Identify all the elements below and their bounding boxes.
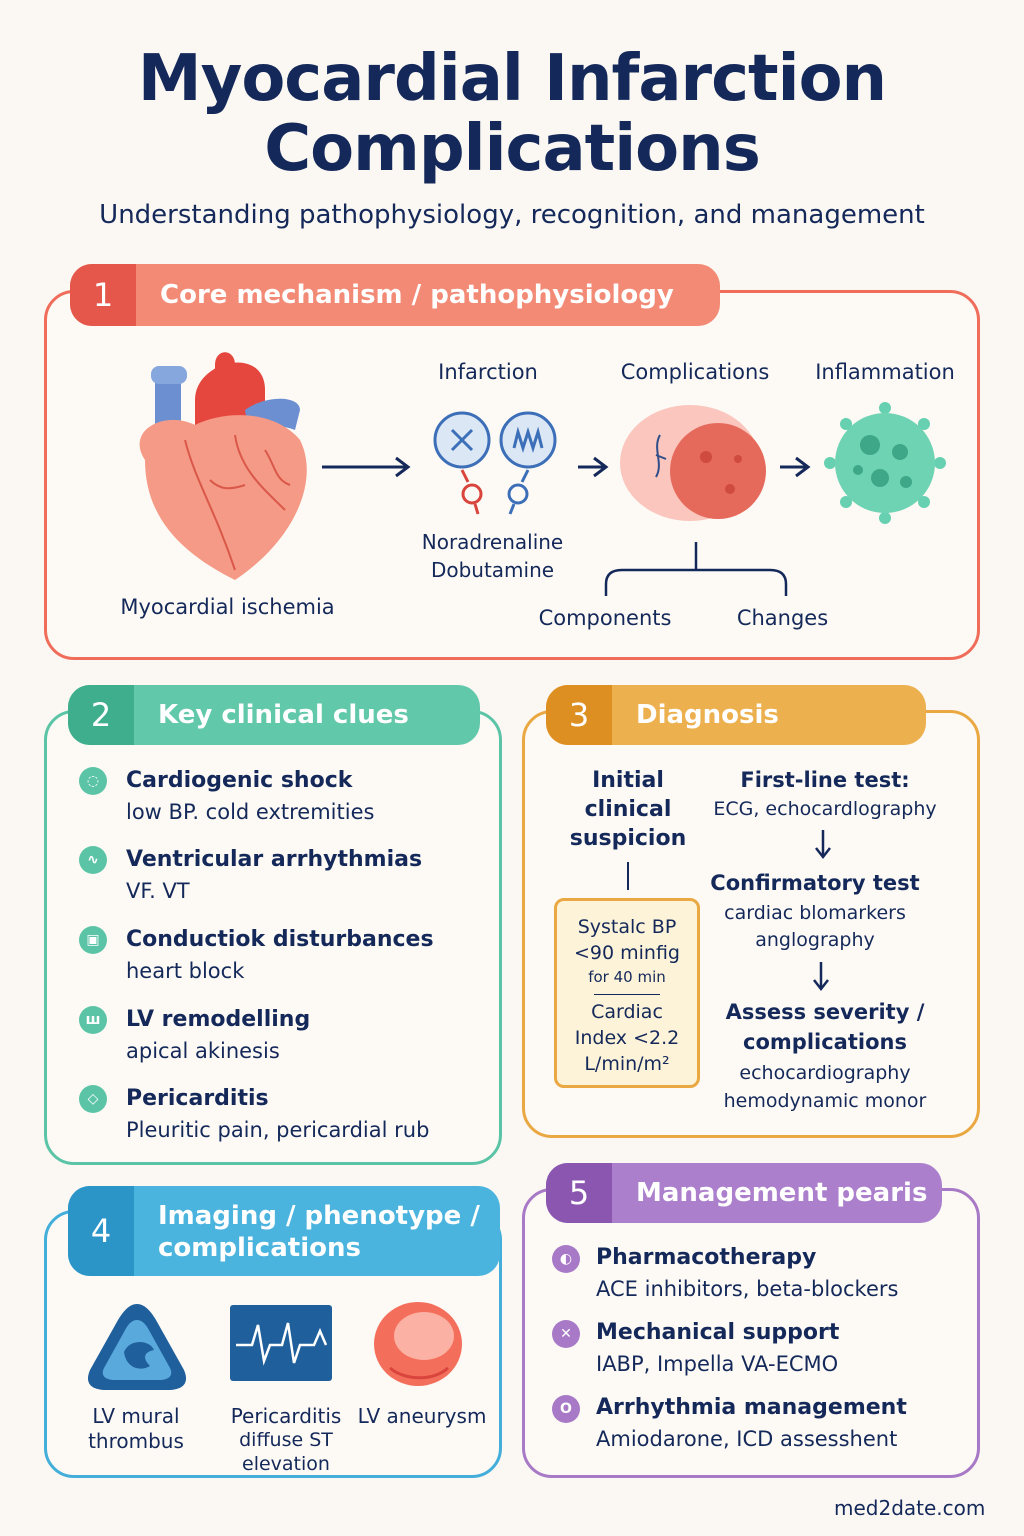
inflammation-label: Inflammation: [815, 360, 955, 384]
arrow-right-icon: [780, 456, 811, 478]
assess-sub-2: hemodynamic monor: [723, 1090, 927, 1112]
remodelling-icon: ш: [79, 1006, 107, 1034]
site-credit[interactable]: med2date.com: [834, 1496, 986, 1520]
arrow-right-icon: [578, 456, 609, 478]
section-4-title-line-1: Imaging / phenotype /: [158, 1201, 480, 1231]
confirm-sub-2: anglography: [755, 929, 875, 951]
ecg-icon: [230, 1305, 332, 1381]
box-line-3: for 40 min: [588, 968, 666, 986]
mgmt-title-3: Arrhythmia management: [596, 1395, 907, 1420]
pill-icon: ◐: [552, 1245, 580, 1273]
clue-sub-3: heart block: [126, 959, 245, 983]
page-subtitle: Understanding pathophysiology, recogniti…: [99, 200, 925, 230]
section-4-header: 4 Imaging / phenotype / complications: [68, 1186, 500, 1276]
title-line-2: Complications: [264, 112, 761, 186]
box-line-2: <90 minfig: [574, 942, 680, 964]
section-5-header: 5 Management pearis: [546, 1163, 942, 1223]
circle-icon: O: [552, 1395, 580, 1423]
section-2-title: Key clinical clues: [158, 700, 409, 730]
img1-line-1: LV mural: [92, 1404, 180, 1428]
img2-line-3: elevation: [242, 1453, 330, 1475]
clue-title-3: Conductiok disturbances: [126, 927, 434, 952]
assess-sub-1: echocardiography: [739, 1062, 911, 1084]
section-3-header: 3 Diagnosis: [546, 685, 926, 745]
connector-line: [627, 862, 629, 890]
section-1-number: 1: [70, 264, 136, 326]
assess-title-1: Assess severity /: [725, 1000, 925, 1024]
section-2-number: 2: [68, 685, 134, 745]
box-line-6: L/min/m²: [584, 1053, 670, 1075]
first-line-sub: ECG, echocardlography: [713, 798, 937, 820]
initial-line-2: clinical: [584, 797, 672, 822]
receptor-icon: [433, 411, 557, 515]
wave-icon: ∿: [79, 846, 107, 874]
section-1-title: Core mechanism / pathophysiology: [160, 280, 674, 310]
mgmt-sub-2: IABP, Impella VA-ECMO: [596, 1352, 839, 1376]
branch-bracket-icon: [604, 542, 788, 596]
title-line-1: Myocardial Infarction: [137, 42, 887, 116]
section-3-number: 3: [546, 685, 612, 745]
clue-sub-4: apical akinesis: [126, 1039, 280, 1063]
confirm-title: Confirmatory test: [710, 871, 920, 895]
clue-title-5: Pericarditis: [126, 1086, 269, 1111]
mgmt-sub-3: Amiodarone, ICD assesshent: [596, 1427, 898, 1451]
box-line-4: Cardiac: [591, 1001, 663, 1023]
section-3-title: Diagnosis: [636, 700, 779, 730]
clue-title-1: Cardiogenic shock: [126, 768, 353, 793]
assess-title-2: complications: [743, 1030, 907, 1054]
initial-line-1: Initial: [592, 768, 664, 793]
img3-line-1: LV aneurysm: [357, 1404, 487, 1428]
section-5-title: Management pearis: [636, 1178, 928, 1208]
img2-line-1: Pericarditis: [230, 1404, 342, 1428]
components-label: Components: [538, 606, 672, 630]
infarct-tissue-icon: [620, 405, 766, 521]
shock-icon: ◌: [79, 767, 107, 795]
img1-line-2: thrombus: [88, 1429, 184, 1453]
section-5-number: 5: [546, 1163, 612, 1223]
box-line-5: Index <2.2: [574, 1027, 680, 1049]
heart-label: Myocardial ischemia: [120, 595, 335, 619]
inflammatory-cell-icon: [824, 402, 946, 524]
changes-label: Changes: [736, 606, 829, 630]
drug-dobutamine: Dobutamine: [430, 558, 555, 582]
box-divider: [594, 994, 660, 995]
section-4-number: 4: [68, 1186, 134, 1276]
shock-criteria-box: [554, 898, 700, 1088]
section-5-card: [522, 1188, 980, 1478]
section-2-header: 2 Key clinical clues: [68, 685, 480, 745]
section-4-title-line-2: complications: [158, 1233, 361, 1263]
img2-line-2: diffuse ST: [239, 1429, 333, 1451]
mgmt-title-2: Mechanical support: [596, 1320, 840, 1345]
lv-aneurysm-icon: [374, 1302, 462, 1386]
confirm-sub-1: cardiac blomarkers: [724, 902, 906, 924]
clue-title-2: Ventricular arrhythmias: [126, 847, 423, 872]
arrow-right-icon: [322, 456, 411, 478]
first-line-title: First-line test:: [740, 768, 910, 792]
close-icon: ✕: [552, 1320, 580, 1348]
clue-sub-5: Pleuritic pain, pericardial rub: [126, 1118, 430, 1142]
page-title: Myocardial Infarction Complications: [0, 44, 1024, 184]
initial-line-3: suspicion: [569, 826, 687, 851]
conduction-icon: ▣: [79, 926, 107, 954]
section-4-title: Imaging / phenotype / complications: [158, 1200, 480, 1264]
drug-noradrenaline: Noradrenaline: [421, 530, 564, 554]
heart-icon: [139, 352, 307, 580]
box-line-1: Systalc BP: [577, 916, 677, 938]
mgmt-sub-1: ACE inhibitors, beta-blockers: [596, 1277, 899, 1301]
mgmt-title-1: Pharmacotherapy: [596, 1245, 817, 1270]
pericarditis-icon: ◇: [79, 1085, 107, 1113]
clue-title-4: LV remodelling: [126, 1007, 311, 1032]
clue-sub-1: low BP. cold extremities: [126, 800, 375, 824]
arrow-down-icon: [815, 830, 831, 860]
mural-thrombus-icon: [87, 1304, 187, 1390]
clue-sub-2: VF. VT: [126, 879, 190, 903]
complications-label: Complications: [620, 360, 770, 384]
infarction-label: Infarction: [438, 360, 538, 384]
arrow-down-icon: [813, 962, 829, 992]
section-1-header: 1 Core mechanism / pathophysiology: [70, 264, 720, 326]
